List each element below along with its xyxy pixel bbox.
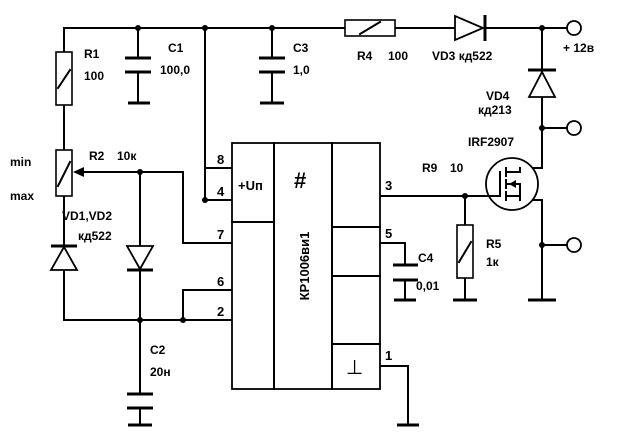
ic-ground-symbol: ⊥ (346, 355, 363, 379)
c3-value: 1,0 (293, 63, 310, 77)
mosfet-q1 (485, 157, 539, 211)
pin-1: 1 (385, 348, 392, 363)
vd3-label: VD3 кд522 (432, 49, 493, 63)
r2-max-label: max (10, 189, 34, 203)
junction-dot (539, 25, 545, 31)
pin-3: 3 (385, 178, 392, 193)
r2-min-label: min (10, 155, 31, 169)
pin-2: 2 (217, 304, 224, 319)
c4-value: 0,01 (416, 279, 440, 293)
vd4-ref: VD4 (486, 89, 510, 103)
junction-dot (180, 317, 186, 323)
diode-vd4 (527, 68, 557, 98)
power-label: + 12в (563, 41, 594, 55)
r5-ref: R5 (486, 237, 502, 251)
c2-ref: C2 (150, 343, 166, 357)
timer-ic (231, 142, 381, 390)
junction-dot (137, 169, 143, 175)
mosfet-type: IRF2907 (468, 135, 514, 149)
capacitor-c4 (393, 263, 418, 282)
junction-dot (202, 197, 208, 203)
capacitor-c2 (127, 392, 153, 410)
junction-dot (202, 25, 208, 31)
potentiometer-r2 (55, 149, 84, 197)
ic-name: КР1006ви1 (297, 232, 312, 301)
junction-dot (137, 317, 143, 323)
resistor-r1 (55, 51, 73, 106)
ic-supply-label: +Uп (238, 178, 263, 193)
vd4-value: кд213 (478, 103, 512, 117)
pin-8: 8 (217, 152, 224, 167)
resistor-r5 (456, 224, 474, 279)
diode-vd3 (454, 14, 498, 42)
r4-ref: R4 (357, 49, 373, 63)
junction-dot (269, 25, 275, 31)
junction-dots (135, 25, 545, 323)
junction-dot (539, 125, 545, 131)
junction-dot (135, 25, 141, 31)
r5-value: 1к (486, 255, 500, 269)
r1-ref: R1 (84, 47, 100, 61)
junction-dot (462, 193, 468, 199)
junction-dot (539, 242, 545, 248)
diode-vd2 (125, 245, 155, 272)
output-terminal-source (566, 237, 582, 253)
c3-ref: C3 (293, 41, 309, 55)
r9-ref: R9 (422, 161, 438, 175)
r2-value: 10к (117, 149, 137, 163)
ground-symbols (128, 101, 556, 427)
vd1-vd2-ref: VD1,VD2 (62, 209, 112, 223)
diode-vd1 (49, 244, 79, 271)
power-terminal (566, 20, 582, 36)
pin-6: 6 (217, 274, 224, 289)
pin-7: 7 (217, 227, 224, 242)
capacitor-c3 (259, 56, 285, 74)
output-terminal-drain (566, 120, 582, 136)
resistor-r4 (344, 19, 396, 37)
ic-hash: # (294, 168, 306, 193)
c2-value: 20н (150, 365, 171, 379)
c1-ref: C1 (168, 41, 184, 55)
r1-value: 100 (84, 69, 104, 83)
r9-value: 10 (450, 161, 464, 175)
vd1-vd2-value: кд522 (78, 229, 112, 243)
c1-value: 100,0 (160, 63, 190, 77)
c4-ref: C4 (418, 251, 434, 265)
pin-5: 5 (385, 226, 392, 241)
capacitor-c1 (125, 56, 151, 74)
r2-ref: R2 (89, 149, 105, 163)
r4-value: 100 (388, 49, 408, 63)
pin-4: 4 (217, 184, 225, 199)
wires (63, 27, 568, 426)
